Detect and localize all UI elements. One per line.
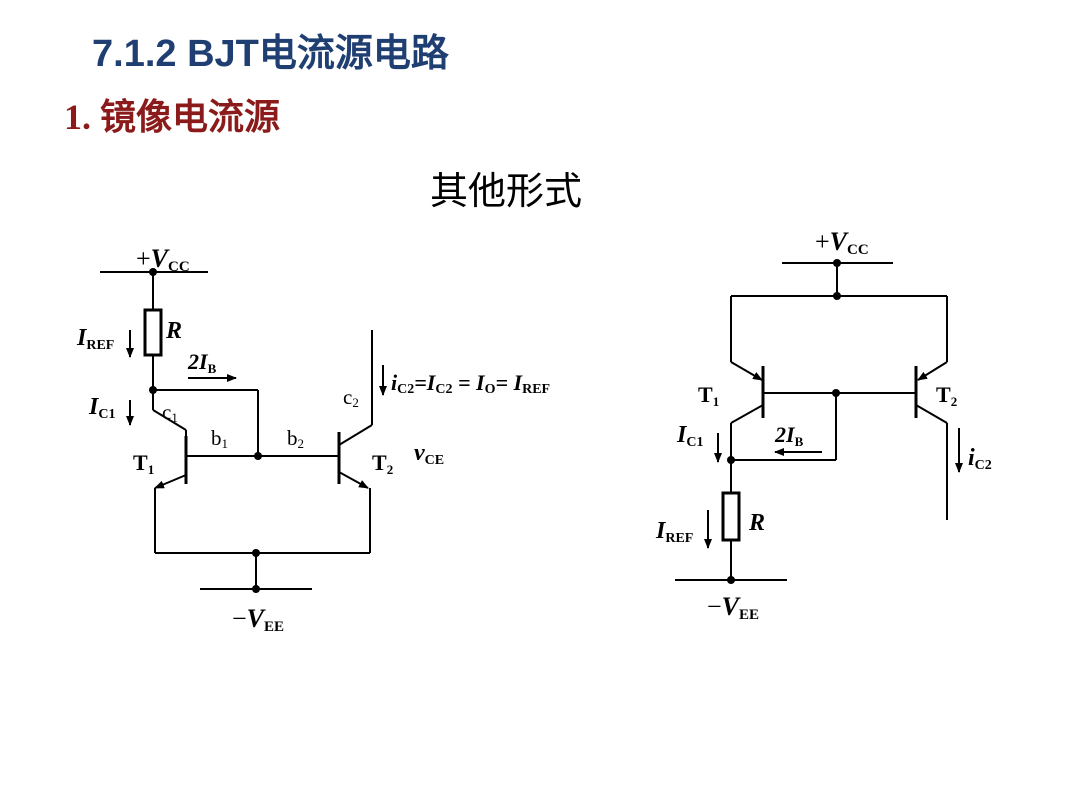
right-circuit: +VCC T1 T2 IC1 2IB iC2 IREF R −VEE	[655, 227, 992, 623]
left-base-node	[254, 452, 262, 460]
left-c1-label: c1	[162, 400, 178, 425]
right-r-label: R	[748, 510, 765, 536]
section-subtitle: 1. 镜像电流源	[64, 97, 281, 137]
figure-caption: 其他形式	[430, 169, 583, 213]
right-t1-emitter-top	[730, 361, 763, 381]
left-ic1-label: IC1	[88, 394, 115, 422]
right-t1-lower	[730, 404, 764, 424]
left-vcc-label: +VCC	[136, 244, 190, 275]
left-current-equation: iC2=IC2 = IO= IREF	[391, 370, 550, 397]
right-ic2-label: iC2	[968, 445, 992, 473]
left-vee-label: −VEE	[232, 604, 284, 635]
left-t1-label: T1	[133, 450, 154, 477]
right-2ib-label: 2IB	[774, 422, 804, 449]
right-t1-label: T1	[698, 382, 719, 409]
right-ic1-label: IC1	[676, 422, 703, 450]
right-vee-node	[727, 576, 735, 584]
left-circuit: +VCC IREF R 2IB IC1 c1 c2 b1 b2 T1 T2 vC…	[76, 244, 550, 635]
right-vee-label: −VEE	[707, 592, 759, 623]
left-t2-collector	[338, 424, 373, 446]
left-t2-label: T2	[372, 450, 393, 477]
right-iref-label: IREF	[655, 518, 693, 546]
right-t2-collector	[915, 404, 948, 424]
left-c2-label: c2	[343, 385, 359, 410]
page-title: 7.1.2 BJT电流源电路	[92, 33, 449, 75]
left-t2-emitter	[338, 471, 369, 489]
right-t2-label: T2	[936, 382, 957, 409]
left-2ib-label: 2IB	[187, 349, 217, 376]
left-b2-label: b2	[287, 426, 304, 451]
left-r-label: R	[165, 318, 182, 344]
right-vcc-label: +VCC	[815, 227, 869, 258]
left-c1-wire-b	[152, 409, 187, 431]
left-vce-label: vCE	[414, 440, 444, 468]
right-resistor	[721, 491, 741, 542]
left-t1-emitter	[154, 474, 187, 489]
right-t2-emitter	[917, 361, 948, 381]
left-b1-label: b1	[211, 426, 228, 451]
left-iref-label: IREF	[76, 325, 114, 353]
left-resistor	[143, 308, 163, 357]
left-vee-node	[252, 585, 260, 593]
